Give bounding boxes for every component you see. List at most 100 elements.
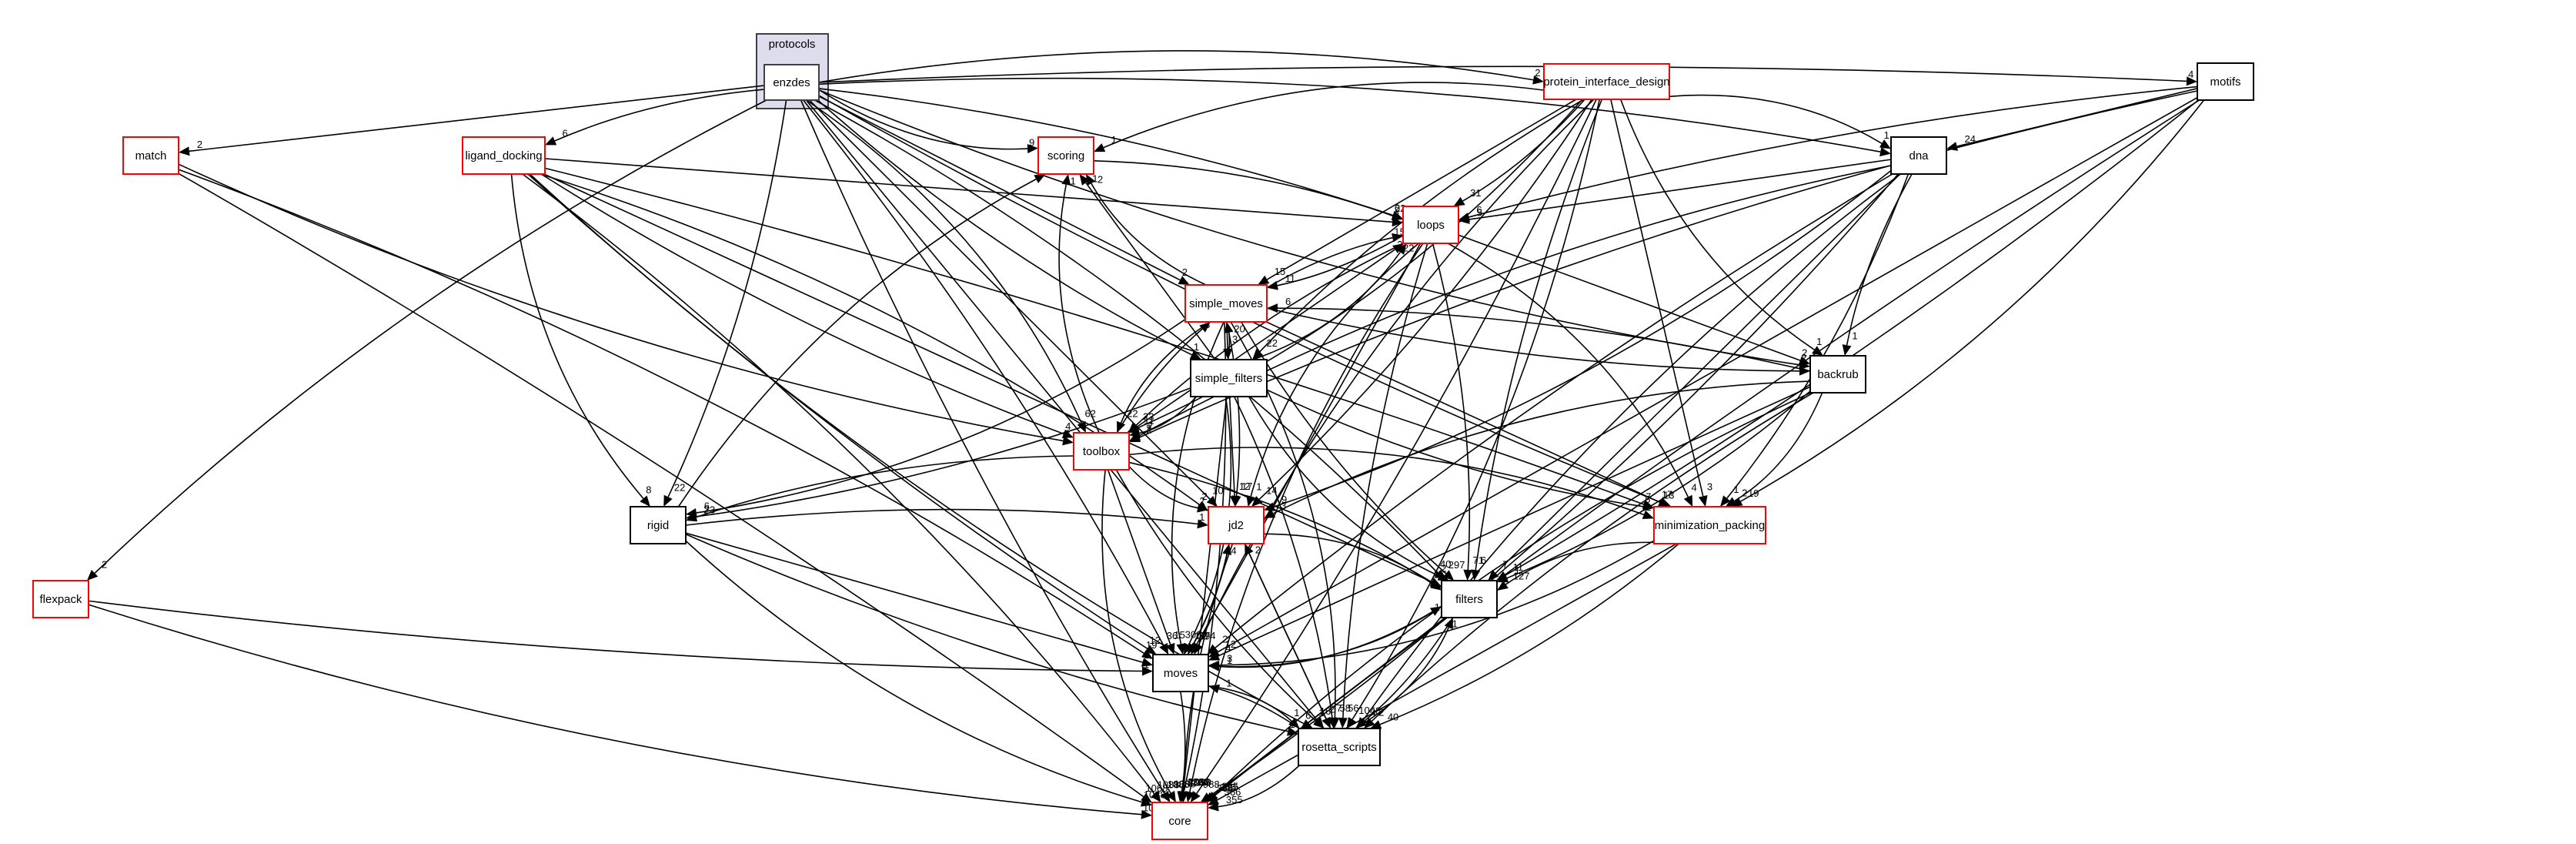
edge-simple_moves-to-scoring[interactable]: 2 [1086,174,1207,286]
edge-simple_moves-to-backrub[interactable]: 3 [1266,307,1810,376]
edge-simple_moves-to-rigid[interactable]: 6 [686,319,1186,517]
node-rigid[interactable]: rigid [630,506,687,544]
edge-weight-label[interactable]: 2 [102,559,107,571]
node-label[interactable]: core [1168,815,1191,828]
edge-flexpack-to-moves[interactable]: 1 [88,600,1153,676]
edge-weight-label[interactable]: 3 [1204,319,1210,330]
edge-enzdes-to-protein_interface_design[interactable]: 2 [818,50,1544,85]
edge-match-to-moves[interactable]: 19 [178,169,1157,659]
node-box[interactable] [1184,284,1268,323]
edge-weight-label[interactable]: 4 [1231,545,1236,557]
edge-weight-label[interactable]: 24 [1964,133,1975,145]
edge-backrub-to-minimization_packing[interactable]: 2 [1725,392,1823,507]
node-label[interactable]: motifs [2210,75,2240,89]
edge-weight-label[interactable]: 1290 [1187,776,1209,788]
edge-protein_interface_design-to-dna[interactable]: 1 [1669,94,1891,149]
edge-weight-label[interactable]: 1290 [1189,776,1211,788]
edge-motifs-to-minimization_packing[interactable]: 19 [1731,99,2205,507]
edge-weight-label[interactable]: 4 [2188,69,2193,80]
edge-weight-label[interactable]: 1 [1852,330,1857,341]
edge-loops-to-rosetta_scripts[interactable]: 56 [1338,243,1428,728]
node-label[interactable]: jd2 [1228,519,1244,532]
node-box[interactable] [1208,506,1265,544]
edge-enzdes-to-ligand_docking[interactable]: 6 [545,89,765,146]
edge-weight-label[interactable]: 6 [1305,710,1311,722]
edge-weight-label[interactable]: 1 [1070,176,1075,187]
node-motifs[interactable]: motifs [2197,62,2254,101]
node-dna[interactable]: dna [1890,136,1947,175]
edge-enzdes-to-moves[interactable]: 36 [803,99,1178,655]
edge-weight-label[interactable]: 2 [1201,491,1207,502]
edge-weight-label[interactable]: 1 [1435,601,1440,613]
node-filters[interactable]: filters [1441,580,1498,618]
node-label[interactable]: backrub [1817,368,1858,381]
edge-weight-label[interactable]: 7 [1502,558,1508,570]
edge-simple_filters-to-simple_moves[interactable]: 20 [1224,322,1245,360]
edge-weight-label[interactable]: 71 [1473,554,1484,566]
edge-dna-to-minimization_packing[interactable]: 1 [1720,173,1909,507]
edge-weight-label[interactable]: 74 [1204,630,1215,641]
edge-enzdes-to-flexpack[interactable]: 2 [86,99,767,581]
edge-weight-label[interactable]: 2 [1397,239,1402,250]
edge-weight-label[interactable]: 40 [1440,558,1451,570]
edge-weight-label[interactable]: 2 [1801,352,1806,363]
node-label[interactable]: scoring [1047,149,1084,162]
edge-dna-to-rosetta_scripts[interactable]: 48 [1357,173,1901,728]
node-box[interactable] [2197,62,2254,101]
edge-weight-label[interactable]: 2 [1645,501,1651,513]
node-box[interactable] [1037,136,1094,175]
edge-weight-label[interactable]: 6 [1481,554,1486,566]
edge-backrub-to-filters[interactable]: 1 [1497,390,1811,583]
node-box[interactable] [32,580,89,618]
node-flexpack[interactable]: flexpack [32,580,89,618]
edge-weight-label[interactable]: 2 [1442,562,1447,574]
edge-weight-label[interactable]: 17 [1241,481,1252,492]
edge-weight-label[interactable]: 1 [1144,649,1150,661]
edge-simple_moves-to-minimization_packing[interactable]: 17 [1266,321,1672,507]
node-simple_moves[interactable]: simple_moves [1184,284,1268,323]
edge-enzdes-to-match[interactable]: 2 [179,85,765,156]
edge-enzdes-to-loops[interactable]: 6 [818,88,1403,220]
edge-enzdes-to-jd2[interactable]: 10 [809,99,1224,507]
edge-enzdes-to-rigid[interactable]: 22 [663,99,787,507]
edge-backrub-to-simple_moves[interactable]: 6 [1267,296,1811,372]
edge-weight-label[interactable]: 1 [1227,655,1232,666]
edge-loops-to-filters[interactable]: 71 [1432,243,1484,581]
edge-weight-label[interactable]: 1 [1452,618,1458,629]
edge-moves-to-filters[interactable]: 1 [1208,601,1442,668]
node-backrub[interactable]: backrub [1809,355,1866,394]
edge-backrub-to-jd2[interactable]: 3 [1264,380,1811,518]
node-label[interactable]: filters [1455,593,1483,606]
edge-loops-to-simple_moves[interactable]: 11 [1267,235,1404,290]
edge-moves-to-rosetta_scripts[interactable]: 1 [1208,685,1300,728]
node-box[interactable] [462,136,546,175]
edge-weight-label[interactable]: 2 [1222,634,1228,645]
edge-weight-label[interactable]: 366 [1225,786,1241,798]
edge-weight-label[interactable]: 11 [1285,273,1296,284]
edge-weight-label[interactable]: 297 [1448,559,1465,571]
node-label[interactable]: toolbox [1083,445,1121,458]
edge-enzdes-to-simple_filters[interactable]: 1 [817,99,1201,360]
edge-weight-label[interactable]: 4 [1065,420,1071,432]
node-simple_filters[interactable]: simple_filters [1190,359,1268,397]
node-box[interactable] [763,64,820,101]
edge-weight-label[interactable]: 11 [1513,561,1524,573]
edge-moves-to-jd2[interactable]: 4 [1187,544,1237,655]
edge-weight-label[interactable]: 4 [1692,482,1697,494]
edge-weight-label[interactable]: 3 [1801,359,1806,370]
node-core[interactable]: core [1151,802,1208,840]
edge-weight-label[interactable]: 2 [1098,174,1103,186]
edge-weight-label[interactable]: 1068 [1145,782,1168,794]
edge-weight-label[interactable]: 22 [674,482,685,494]
node-box[interactable] [1151,802,1208,840]
edge-toolbox-to-rigid[interactable]: 2 [686,455,1074,522]
edge-toolbox-to-minimization_packing[interactable]: 2 [1128,447,1654,520]
edge-match-to-toolbox[interactable]: 3 [178,163,1074,446]
edge-weight-label[interactable]: 23 [1143,411,1154,423]
node-jd2[interactable]: jd2 [1208,506,1265,544]
edge-rosetta_scripts-to-filters[interactable]: 1 [1355,618,1458,729]
edge-weight-label[interactable]: 201 [1188,776,1205,788]
node-box[interactable] [1441,580,1498,618]
edge-toolbox-to-scoring[interactable]: 1 [1058,174,1100,434]
edge-weight-label[interactable]: 2 [1255,544,1261,555]
